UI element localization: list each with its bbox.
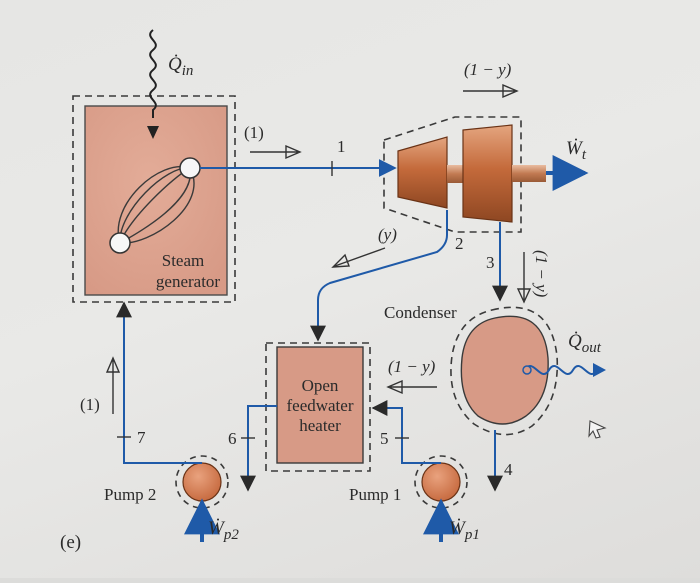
pump-2-label: Pump 2 — [104, 485, 156, 504]
water-inlet-header — [109, 232, 131, 254]
flow-1-minus-y-mid-arrow — [386, 379, 437, 395]
pump-1-boundary — [414, 455, 468, 509]
heat-in-wavy-arrow — [149, 29, 157, 118]
heat-out-label: Q̇out — [568, 330, 602, 356]
flow-1-minus-y-mid-label: (1 − y) — [388, 357, 436, 376]
flow-1-minus-y-top-arrow — [463, 83, 519, 99]
condenser-boundary — [450, 306, 559, 436]
flow-one-left-arrow — [105, 356, 121, 414]
heater-label-line2: feedwater — [286, 396, 353, 415]
state-3-label: 3 — [486, 253, 495, 272]
turbine-boundary — [383, 116, 522, 233]
steam-outlet-header — [179, 157, 201, 179]
work-out-label: Ẇt — [566, 137, 587, 163]
heater-outlet-line — [240, 405, 277, 492]
turbine-shaft — [512, 165, 546, 182]
extraction-line — [310, 210, 448, 342]
pump-1-label: Pump 1 — [349, 485, 401, 504]
state-1-label: 1 — [337, 137, 346, 156]
steam-generator-label-line2: generator — [156, 272, 221, 291]
flow-one-top-arrow — [250, 144, 302, 160]
condenser-label: Condenser — [384, 303, 457, 322]
state-6-label: 6 — [228, 429, 237, 448]
pump-1-body — [421, 462, 461, 502]
flow-y-label: (y) — [378, 225, 397, 244]
turbine-stage-2 — [462, 124, 513, 223]
turbine-coupling — [447, 165, 465, 183]
state-7-label: 7 — [137, 428, 146, 447]
heat-out-origin — [522, 365, 532, 375]
heat-input: Q̇in — [147, 29, 193, 139]
heater-label-line1: Open — [302, 376, 339, 395]
pump-1: Ẇp1 Pump 1 — [349, 455, 480, 543]
flow-1-minus-y-vertical-label: (1 − y) — [532, 250, 551, 298]
heat-out-wavy-line — [524, 365, 598, 375]
state-2-label: 2 — [455, 234, 464, 253]
flow-y-arrow — [331, 247, 386, 268]
pump-2-boundary — [175, 455, 229, 509]
flow-one-left-label: (1) — [80, 395, 100, 414]
steam-generator: Steam generator — [72, 95, 236, 303]
feedwater-return-line — [116, 301, 202, 464]
panel-label: (e) — [60, 532, 81, 553]
state-5-label: 5 — [380, 429, 389, 448]
heater-body — [276, 346, 364, 464]
heat-out-arrowhead — [593, 363, 606, 377]
heat-in-arrowhead — [147, 126, 159, 139]
steam-generator-label-line1: Steam — [162, 251, 205, 270]
condenser-body — [460, 315, 549, 425]
open-feedwater-heater: Open feedwater heater — [265, 342, 371, 472]
heater-label-line3: heater — [299, 416, 341, 435]
turbine: Ẇt — [383, 116, 589, 233]
pump-2-work-label: Ẇp2 — [208, 517, 239, 543]
mouse-pointer-icon — [588, 420, 607, 439]
flow-1-minus-y-vertical-arrow — [516, 252, 532, 304]
state-4-label: 4 — [504, 460, 513, 479]
condenser: Condenser Q̇out — [384, 303, 606, 436]
heat-in-label: Q̇in — [168, 53, 193, 79]
pump-2-body — [182, 462, 222, 502]
steam-generator-body — [84, 105, 228, 296]
pump-1-discharge-line — [371, 400, 441, 464]
flow-1-minus-y-top-label: (1 − y) — [464, 60, 512, 79]
flow-one-top-label: (1) — [244, 123, 264, 142]
steam-generator-boundary — [72, 95, 236, 303]
pump-1-work-label: Ẇp1 — [449, 517, 480, 543]
turbine-stage-1 — [397, 136, 448, 209]
pump-2: Ẇp2 Pump 2 — [104, 455, 239, 543]
